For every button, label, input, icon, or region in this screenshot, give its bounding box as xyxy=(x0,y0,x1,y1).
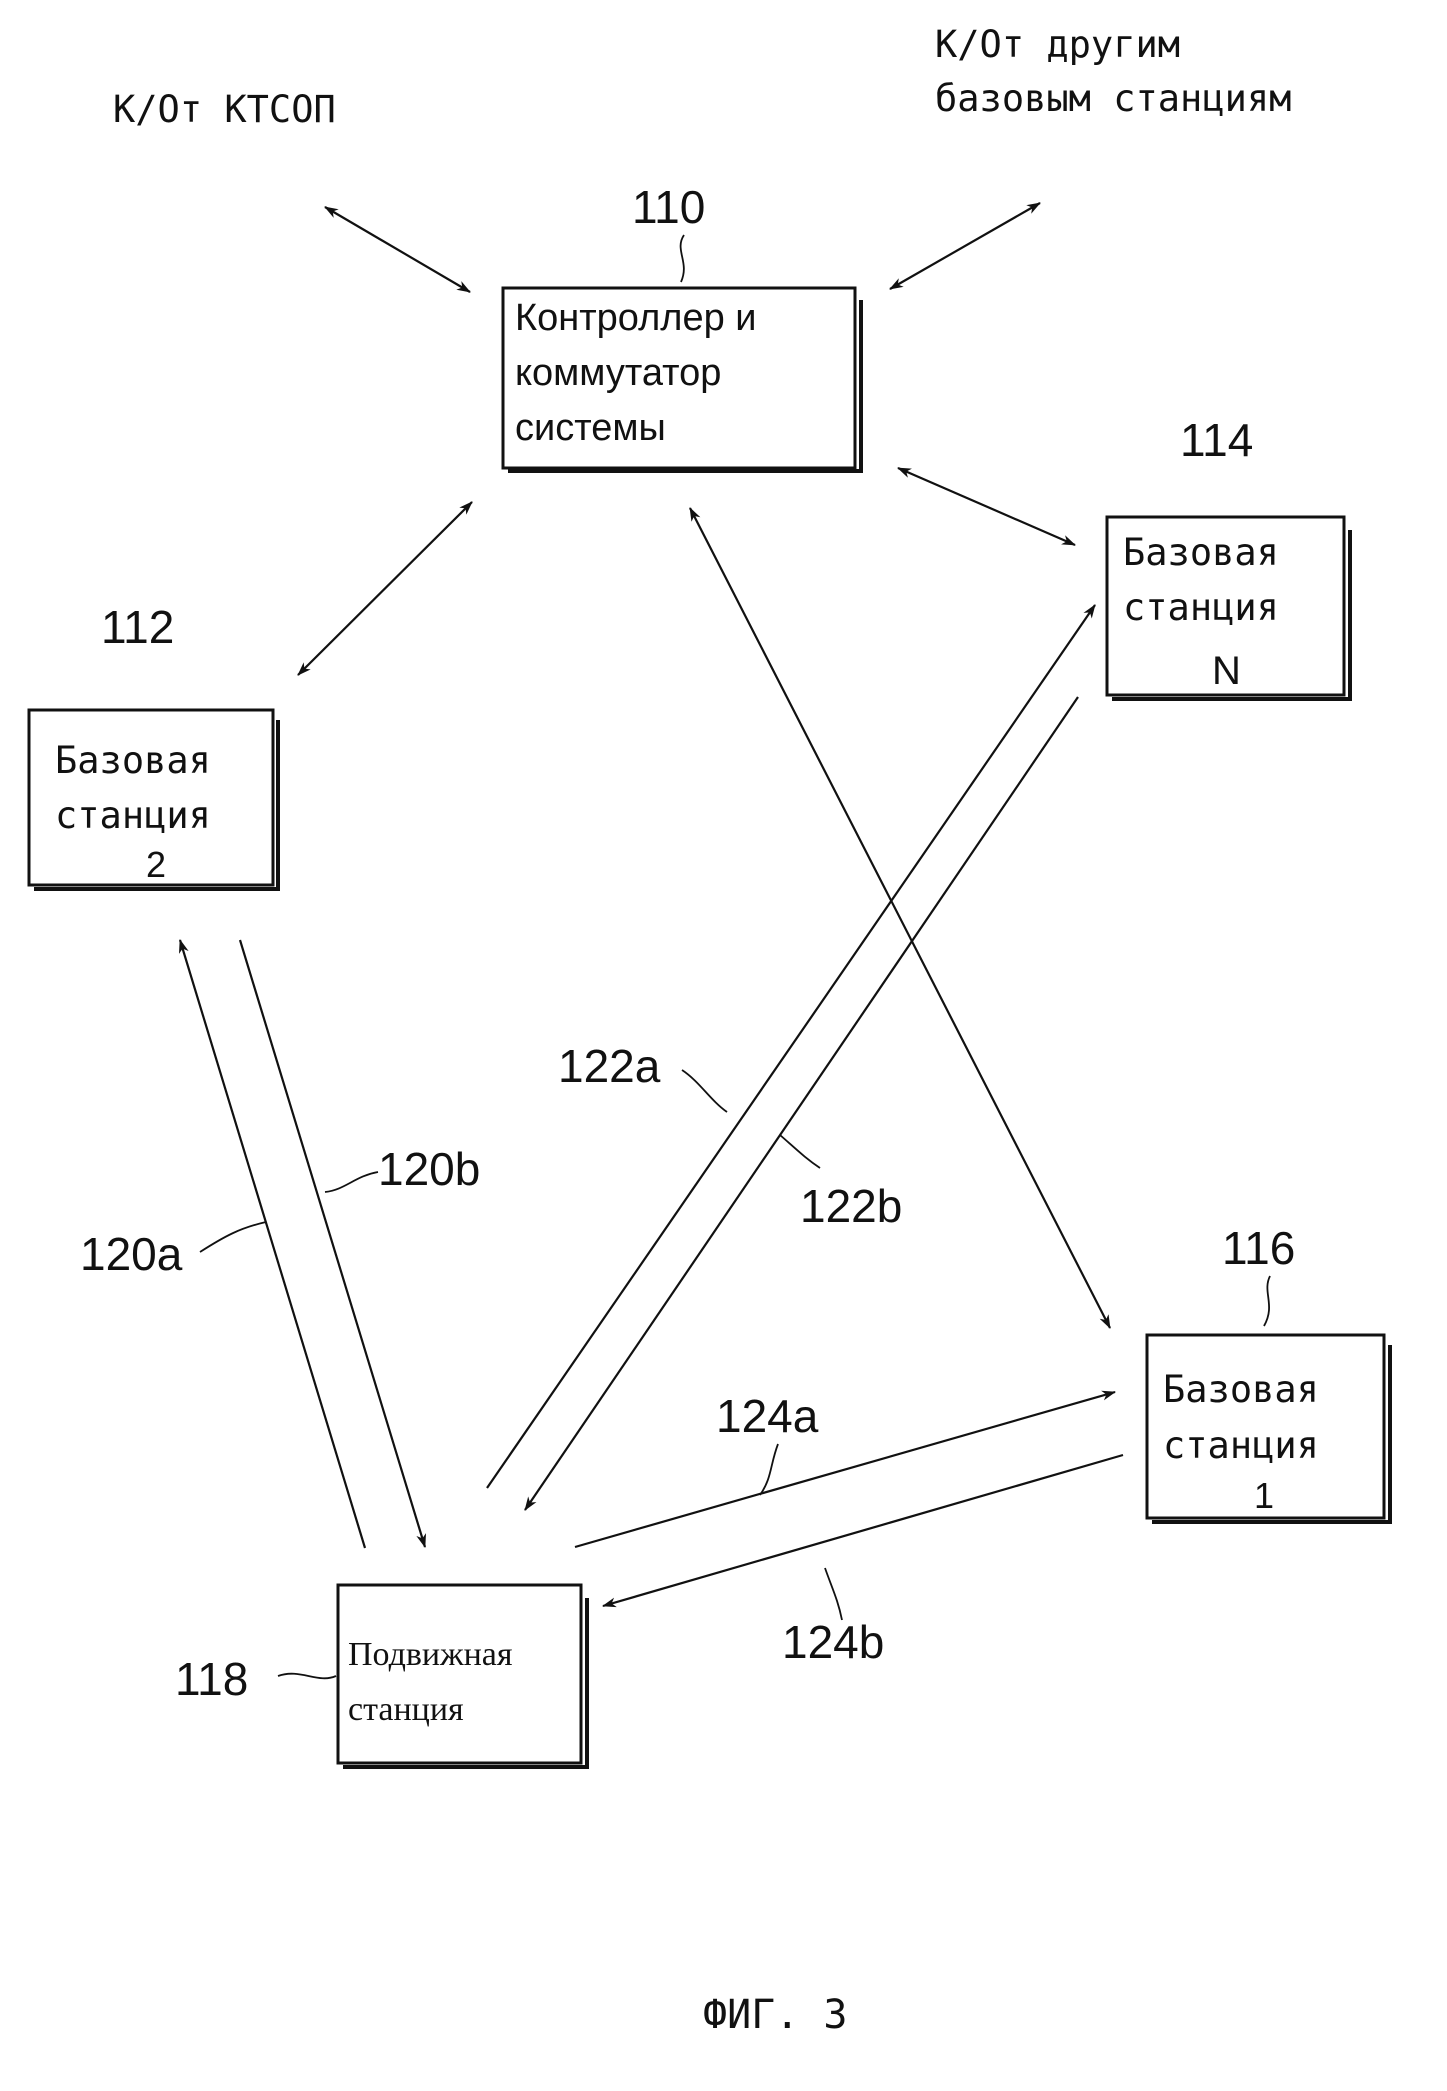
link-124a-arrow xyxy=(575,1392,1115,1547)
mobile-ref-number: 118 xyxy=(175,1653,248,1705)
base-station-1-node: Базовая станция 1 xyxy=(1147,1335,1390,1522)
mobile-station-node: Подвижная станция xyxy=(338,1585,587,1767)
link-124a-leader xyxy=(760,1444,778,1495)
bs-2-label-line1: Базовая xyxy=(55,739,211,782)
link-124a-label: 124a xyxy=(716,1390,819,1442)
bs-1-label-line2: станция xyxy=(1163,1424,1319,1467)
bs-1-label-line1: Базовая xyxy=(1163,1368,1319,1411)
link-120b-arrow xyxy=(240,940,425,1547)
pstn-label: К/От КТСОП xyxy=(113,88,336,131)
bs-2-label-line2: станция xyxy=(55,794,211,837)
bs-2-ref-number: 112 xyxy=(101,601,174,653)
link-120b-label: 120b xyxy=(378,1143,480,1195)
link-120a-label: 120a xyxy=(80,1228,183,1280)
link-122a-label: 122a xyxy=(558,1040,661,1092)
link-122b-label: 122b xyxy=(800,1180,902,1232)
controller-bs2-link-arrow xyxy=(298,502,472,675)
link-124b-arrow xyxy=(603,1455,1123,1606)
other-stations-label-line1: К/От другим xyxy=(935,23,1180,66)
controller-label-line3: системы xyxy=(515,407,666,449)
link-120a-arrow xyxy=(180,940,365,1548)
base-station-2-node: Базовая станция 2 xyxy=(29,710,278,889)
controller-node: Контроллер и коммутатор системы xyxy=(503,288,861,471)
controller-ref-leader xyxy=(681,235,684,282)
bs-1-ref-leader xyxy=(1264,1276,1270,1326)
bs-n-ref-number: 114 xyxy=(1180,414,1253,466)
figure-caption: ФИГ. 3 xyxy=(703,1992,848,2038)
bs-n-label-line3: N xyxy=(1212,649,1241,693)
controller-ref-number: 110 xyxy=(632,181,705,233)
base-station-n-node: Базовая станция N xyxy=(1107,517,1350,699)
bs-2-label-line3: 2 xyxy=(146,844,166,885)
link-120a-leader xyxy=(200,1222,266,1252)
link-124b-leader xyxy=(825,1568,842,1620)
link-124b-label: 124b xyxy=(782,1616,884,1668)
link-122b-leader xyxy=(780,1135,820,1168)
mobile-ref-leader xyxy=(278,1674,336,1679)
bs-n-label-line2: станция xyxy=(1123,586,1279,629)
link-120b-leader xyxy=(325,1172,378,1192)
bs-1-ref-number: 116 xyxy=(1222,1222,1295,1274)
other-stations-link-arrow xyxy=(890,203,1040,289)
mobile-label-line2: станция xyxy=(348,1691,464,1728)
controller-label-line2: коммутатор xyxy=(515,352,721,394)
bs-n-label-line1: Базовая xyxy=(1123,531,1279,574)
pstn-link-arrow xyxy=(325,207,470,292)
mobile-label-line1: Подвижная xyxy=(348,1636,513,1673)
other-stations-label-line2: базовым станциям xyxy=(935,77,1291,120)
link-122a-leader xyxy=(682,1070,727,1112)
controller-bsn-link-arrow xyxy=(898,468,1075,545)
bs-1-label-line3: 1 xyxy=(1254,1475,1274,1516)
controller-label-line1: Контроллер и xyxy=(515,297,757,339)
